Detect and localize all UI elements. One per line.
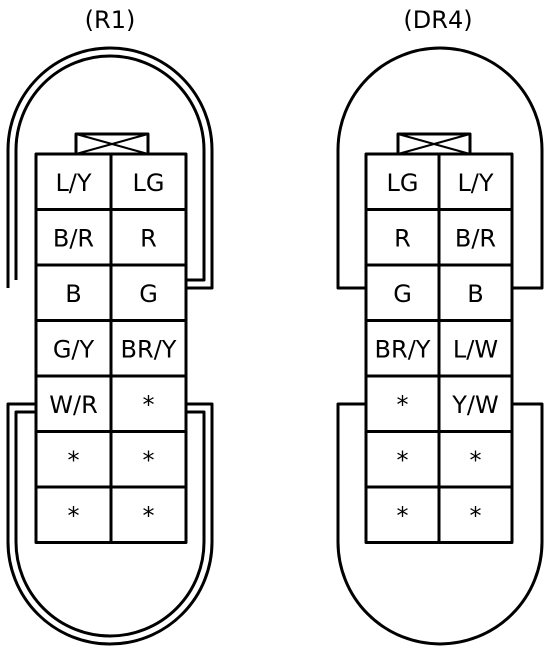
r1-pin-label: * xyxy=(143,391,155,419)
dr4-pin-label: L/Y xyxy=(457,169,493,197)
dr4-pin-label: Y/W xyxy=(451,391,498,419)
dr4-pin-label: B xyxy=(467,280,483,308)
dr4-pin-grid: LG L/Y R B/R G B BR/Y L/W * Y/W * * * * xyxy=(364,152,514,544)
dr4-housing-outer xyxy=(336,46,544,646)
dr4-pin-label: LG xyxy=(387,169,419,197)
r1-pin-label: * xyxy=(143,446,155,474)
r1-pin-label: * xyxy=(68,502,80,530)
dr4-pin-label: L/W xyxy=(453,335,498,363)
r1-pin-label: R xyxy=(140,224,157,252)
dr4-pin-label: * xyxy=(470,446,482,474)
dr4-pin-label: R xyxy=(394,224,411,252)
r1-housing-bottom-inner xyxy=(14,410,206,638)
r1-housing-bottom-outer xyxy=(6,402,214,646)
r1-pin-label: * xyxy=(68,446,80,474)
r1-pin-label: G xyxy=(139,280,158,308)
r1-pin-grid: L/Y LG B/R R B G G/Y BR/Y W/R * * * * * xyxy=(34,152,188,544)
dr4-pin-label: * xyxy=(397,391,409,419)
r1-pin-label: B/R xyxy=(53,224,94,252)
dr4-pin-label: B/R xyxy=(455,224,496,252)
r1-pin-label: W/R xyxy=(49,391,98,419)
r1-pin-label: * xyxy=(143,502,155,530)
r1-housing-top-inner xyxy=(14,54,206,282)
connector-dr4: LG L/Y R B/R G B BR/Y L/W * Y/W * * * * (DR4) xyxy=(336,6,544,646)
dr4-pin-label: BR/Y xyxy=(375,335,431,363)
dr4-title: (DR4) xyxy=(403,6,472,34)
r1-pin-label: B xyxy=(65,280,81,308)
dr4-pin-label: * xyxy=(397,502,409,530)
r1-pin-label: LG xyxy=(133,169,165,197)
r1-pin-label: BR/Y xyxy=(121,335,177,363)
r1-housing-top-outer xyxy=(6,46,214,290)
r1-pin-label: G/Y xyxy=(53,335,95,363)
dr4-pin-label: G xyxy=(393,280,412,308)
connector-r1: L/Y LG B/R R B G G/Y BR/Y W/R * * * * * (R1) xyxy=(6,6,214,646)
dr4-pin-label: * xyxy=(470,502,482,530)
dr4-pin-label: * xyxy=(397,446,409,474)
r1-title: (R1) xyxy=(85,6,136,34)
r1-pin-label: L/Y xyxy=(55,169,91,197)
